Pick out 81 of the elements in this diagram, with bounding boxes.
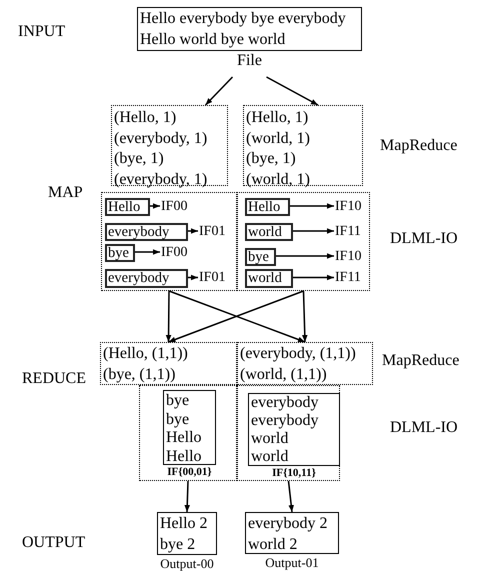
arrow	[292, 228, 334, 234]
output-label: IF10	[335, 249, 369, 265]
text-line: world	[251, 431, 288, 447]
output-label: IF11	[335, 270, 369, 286]
arrow	[288, 480, 294, 512]
word-box: Hello	[105, 198, 150, 216]
section-label: OUTPUT	[22, 535, 86, 551]
arrow	[266, 76, 318, 106]
text-line: (bye, (1,1))	[103, 367, 176, 383]
dotted-group-box	[237, 385, 340, 481]
text-line: world 2	[248, 537, 298, 553]
output-label: IF01	[199, 270, 233, 286]
text-line: Hello 2	[160, 516, 208, 532]
word-box: world	[245, 223, 293, 241]
word-box: Hello	[245, 198, 290, 216]
text-line: (everybody, 1)	[114, 172, 208, 188]
dotted-group-box	[243, 105, 363, 186]
text-line: Hello	[166, 448, 202, 464]
arrow	[302, 290, 308, 342]
arrow	[166, 291, 172, 342]
dotted-group-box	[111, 105, 228, 186]
text-line: (everybody, (1,1))	[240, 346, 356, 362]
file-box	[137, 7, 362, 51]
text-line: (bye, 1)	[114, 151, 164, 167]
text-line: Hello everybody bye everybody	[140, 11, 346, 27]
arrow	[204, 76, 234, 106]
arrow	[187, 274, 198, 280]
arrow	[292, 274, 334, 280]
word-box: everybody	[105, 223, 188, 241]
caption-text: IF{10,11}	[271, 468, 317, 479]
text-line: Hello world bye world	[140, 32, 286, 48]
arrow	[187, 228, 198, 234]
arrow	[275, 253, 334, 259]
section-label: MapReduce	[380, 138, 458, 154]
text-line: bye 2	[160, 537, 196, 553]
word-box: bye	[245, 248, 276, 266]
dotted-group-box	[139, 385, 237, 481]
word-box: bye	[105, 244, 135, 262]
text-line: everybody 2	[248, 516, 328, 532]
word-box: world	[245, 269, 293, 288]
text-line: (Hello, 1)	[114, 110, 176, 126]
dotted-group-box	[100, 342, 237, 385]
text-box	[245, 512, 339, 554]
text-line: (bye, 1)	[246, 151, 296, 167]
output-label: IF00	[161, 199, 195, 215]
text-line: (world, 1)	[246, 172, 310, 188]
dotted-group-box	[237, 192, 370, 291]
caption-text: IF{00,01}	[166, 467, 213, 478]
output-label: IF00	[161, 245, 195, 261]
arrow	[184, 480, 190, 512]
text-box	[163, 390, 216, 465]
caption-text: File	[236, 53, 263, 69]
output-label: IF10	[335, 199, 369, 215]
caption-text: Output-00	[159, 557, 215, 570]
text-line: bye	[166, 393, 190, 409]
dotted-group-box	[237, 342, 373, 385]
text-line: (everybody, 1)	[114, 130, 208, 146]
arrow	[149, 203, 160, 209]
word-box: everybody	[105, 269, 188, 288]
text-line: everybody	[251, 413, 319, 429]
text-line: world	[251, 449, 288, 465]
caption-text: Output-01	[264, 556, 320, 569]
text-box	[248, 393, 340, 466]
text-line: everybody	[251, 395, 319, 411]
text-line: (world, (1,1))	[240, 367, 327, 383]
section-label: DLML-IO	[390, 231, 458, 247]
text-line: (Hello, (1,1))	[103, 346, 188, 362]
arrow	[289, 203, 334, 209]
text-line: Hello	[166, 430, 202, 446]
output-label: IF11	[335, 224, 369, 240]
section-label: INPUT	[18, 24, 66, 40]
section-label: MAP	[48, 185, 83, 201]
text-box	[157, 512, 217, 555]
text-line: (world, 1)	[246, 130, 310, 146]
dotted-group-box	[101, 192, 237, 291]
section-label: REDUCE	[22, 371, 86, 387]
output-label: IF01	[199, 224, 233, 240]
section-label: DLML-IO	[390, 420, 458, 436]
text-line: bye	[166, 412, 190, 428]
arrow	[134, 249, 160, 255]
text-line: (Hello, 1)	[246, 110, 308, 126]
